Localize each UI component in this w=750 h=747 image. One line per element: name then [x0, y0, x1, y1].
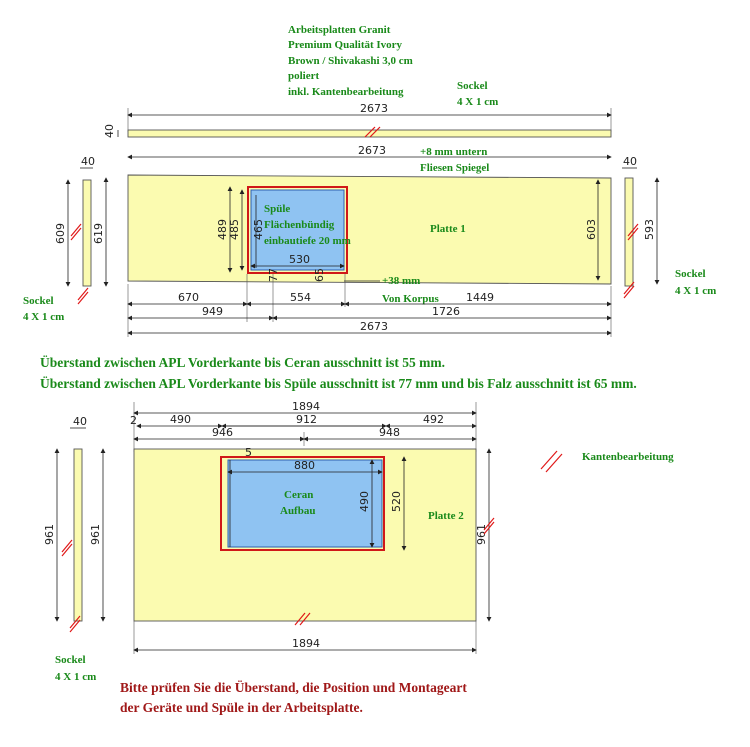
dim-949: 949: [202, 305, 223, 318]
note-back-1: +8 mm untern: [420, 146, 487, 158]
dim-top-length-group: 2673 +8 mm untern Fliesen Spiegel: [127, 144, 612, 174]
warning-line-1: Bitte prüfen Sie die Überstand, die Posi…: [120, 680, 467, 695]
note-front-1: +38 mm: [382, 275, 420, 287]
dim-top-1894: 1894: [292, 400, 320, 413]
legend-edge-processing: Kantenbearbeitung: [540, 450, 674, 473]
sink-cutout: Spüle Flächenbündig einbautiefe 20 mm 48…: [216, 186, 351, 282]
sockel-label-right-1: Sockel 4 X 1 cm: [675, 268, 716, 297]
dim-right-593: 593: [643, 219, 656, 240]
dim-depth-plate: 961: [89, 524, 102, 545]
side-plinth-left-1: 40 609 619: [54, 155, 109, 305]
dim-946: 946: [212, 426, 233, 439]
plinth-strip-1: 2673 40: [103, 102, 612, 138]
dim-670: 670: [178, 291, 199, 304]
dims-bottom-plate-1: 670 554 1449 949 1726 2673: [127, 274, 612, 337]
svg-text:Sockel: Sockel: [23, 295, 54, 307]
dim-sink-489: 489: [216, 219, 229, 240]
dim-right-603: 603: [585, 219, 598, 240]
plate-1-label: Platte 1: [430, 223, 466, 235]
note-back-2: Fliesen Spiegel: [420, 162, 489, 174]
plate-2-label: Platte 2: [428, 510, 464, 522]
dim-912: 912: [296, 413, 317, 426]
note-front-2: Von Korpus: [382, 293, 439, 305]
dim-492: 492: [423, 413, 444, 426]
legend-label: Kantenbearbeitung: [582, 451, 674, 463]
ceran-label-2: Aufbau: [280, 505, 315, 517]
dim-left-side-w: 40: [81, 155, 95, 168]
dim-bottom-2673: 2673: [360, 320, 388, 333]
side-plinth-left-2: 40 961 961: [43, 415, 106, 633]
ceran-label-1: Ceran: [284, 489, 313, 501]
warning-line-2: der Geräte und Spüle in der Arbeitsplatt…: [120, 700, 363, 715]
dim-554: 554: [290, 291, 311, 304]
side-plinth-right-1: 40 593: [622, 155, 660, 299]
dim-880: 880: [294, 459, 315, 472]
sockel-label-left-1: Sockel 4 X 1 cm: [23, 295, 64, 323]
dim-490: 490: [170, 413, 191, 426]
dim-left-619: 619: [92, 223, 105, 244]
dim-small-5: 5: [245, 446, 252, 459]
dim-1726: 1726: [432, 305, 460, 318]
dim-left-609: 609: [54, 223, 67, 244]
dim-sink-65: 65: [313, 268, 326, 282]
dim-depth-left: 961: [43, 524, 56, 545]
svg-text:4 X 1 cm: 4 X 1 cm: [23, 311, 64, 323]
svg-text:4 X 1 cm: 4 X 1 cm: [675, 285, 716, 297]
dims-top-plate-2: 1894 2 490 492 946 912 948: [130, 400, 477, 452]
note-ceran-overhang: Überstand zwischen APL Vorderkante bis C…: [40, 355, 445, 370]
dim-ceran-520: 520: [390, 491, 403, 512]
sink-label-1: Spüle: [264, 203, 290, 215]
material-note-line-4: poliert: [288, 70, 319, 82]
ceran-cutout: 880 5 Ceran Aufbau 490 520: [220, 446, 407, 551]
svg-text:4 X 1 cm: 4 X 1 cm: [457, 96, 498, 108]
dim-sink-530: 530: [289, 253, 310, 266]
dim-side-40: 40: [73, 415, 87, 428]
dim-1449: 1449: [466, 291, 494, 304]
dim-948: 948: [379, 426, 400, 439]
material-note-line-5: inkl. Kantenbearbeitung: [288, 86, 404, 98]
sink-label-3: einbautiefe 20 mm: [264, 235, 351, 247]
svg-text:4 X 1 cm: 4 X 1 cm: [55, 671, 96, 683]
material-note: Arbeitsplatten Granit Premium Qualität I…: [288, 24, 413, 98]
dim-bottom-1894: 1894: [292, 637, 320, 650]
dim-sink-465: 465: [252, 219, 265, 240]
dim-plinth-height: 40: [103, 124, 116, 138]
dims-bottom-plate-2: 1894: [133, 621, 477, 654]
sockel-label-left-2: Sockel 4 X 1 cm: [55, 654, 96, 683]
sink-label-2: Flächenbündig: [264, 219, 335, 231]
svg-text:Sockel: Sockel: [675, 268, 706, 280]
svg-text:Sockel: Sockel: [55, 654, 86, 666]
note-sink-overhang: Überstand zwischen APL Vorderkante bis S…: [40, 376, 637, 391]
material-note-line-1: Arbeitsplatten Granit: [288, 24, 391, 36]
material-note-line-3: Brown / Shivakashi 3,0 cm: [288, 55, 413, 67]
dim-sink-485: 485: [228, 219, 241, 240]
dim-right-side-w: 40: [623, 155, 637, 168]
dim-sink-77: 77: [267, 268, 280, 282]
sockel-label-top: Sockel 4 X 1 cm: [457, 80, 498, 108]
material-note-line-2: Premium Qualität Ivory: [288, 39, 403, 51]
dim-tick-2: 2: [130, 414, 137, 427]
dim-top-length: 2673: [358, 144, 386, 157]
dim-plinth-length: 2673: [360, 102, 388, 115]
dim-ceran-490: 490: [358, 491, 371, 512]
plate-1: Platte 1 603: [127, 174, 612, 285]
svg-text:Sockel: Sockel: [457, 80, 488, 92]
